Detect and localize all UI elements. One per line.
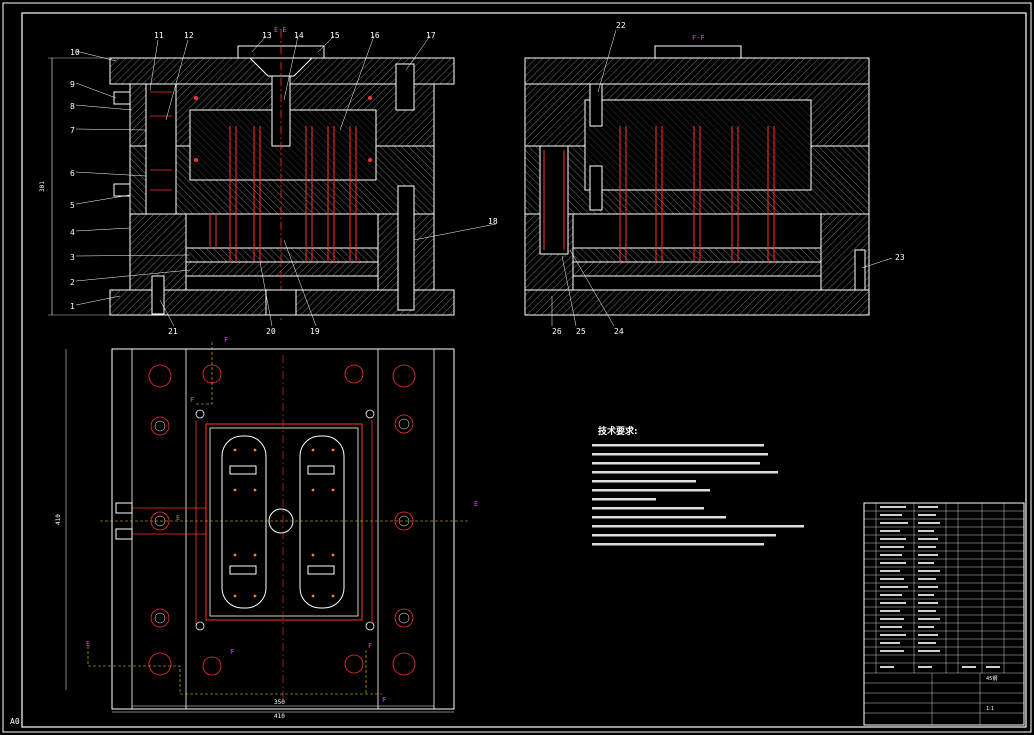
svg-text:19: 19	[310, 327, 320, 336]
side-leaders	[551, 29, 893, 327]
svg-text:13: 13	[262, 31, 272, 40]
technical-requirements: 技术要求:	[592, 425, 804, 546]
svg-text:3: 3	[70, 253, 75, 262]
svg-text:20: 20	[266, 327, 276, 336]
svg-text:技术要求:: 技术要求:	[598, 425, 638, 437]
svg-text:17: 17	[426, 31, 436, 40]
svg-text:14: 14	[294, 31, 304, 40]
svg-text:22: 22	[616, 21, 626, 30]
svg-text:F: F	[224, 336, 228, 344]
front-part-numbers: 1 2 3 4 5 6 7 8 9 10 11 12 13 14 15 16 1…	[70, 31, 498, 336]
svg-text:F: F	[230, 648, 234, 656]
svg-text:E: E	[474, 500, 478, 508]
plan-view: F F F F F E E E 410 350 410	[55, 336, 478, 720]
svg-text:10: 10	[70, 48, 80, 57]
front-section-view: 301 E-E	[39, 26, 455, 320]
svg-text:E: E	[86, 640, 90, 648]
svg-text:5: 5	[70, 201, 75, 210]
side-part-numbers: 22 23 26 25 24	[552, 21, 905, 336]
svg-text:301: 301	[39, 181, 46, 192]
inner-frame	[21, 12, 1027, 728]
svg-text:6: 6	[70, 169, 75, 178]
svg-text:E: E	[176, 514, 180, 522]
svg-text:26: 26	[552, 327, 562, 336]
svg-text:25: 25	[576, 327, 586, 336]
corner-mark: A0	[10, 717, 20, 726]
svg-text:15: 15	[330, 31, 340, 40]
svg-text:18: 18	[488, 217, 498, 226]
svg-text:16: 16	[370, 31, 380, 40]
svg-text:7: 7	[70, 126, 75, 135]
svg-text:12: 12	[184, 31, 194, 40]
svg-text:F: F	[368, 642, 372, 650]
svg-text:E-E: E-E	[274, 26, 287, 34]
title-block: 45钢 1:1	[863, 502, 1025, 726]
svg-text:45钢: 45钢	[986, 675, 997, 682]
svg-text:8: 8	[70, 102, 75, 111]
svg-text:21: 21	[168, 327, 178, 336]
svg-text:2: 2	[70, 278, 75, 287]
svg-text:4: 4	[70, 228, 75, 237]
svg-text:1:1: 1:1	[986, 706, 994, 712]
svg-text:F: F	[190, 396, 194, 404]
svg-text:24: 24	[614, 327, 624, 336]
svg-text:1: 1	[70, 302, 75, 311]
svg-text:F-F: F-F	[692, 34, 705, 42]
svg-text:11: 11	[154, 31, 164, 40]
svg-text:410: 410	[274, 713, 285, 720]
front-leaders	[75, 35, 497, 327]
svg-text:350: 350	[274, 699, 285, 706]
svg-text:9: 9	[70, 80, 75, 89]
svg-text:23: 23	[895, 253, 905, 262]
svg-text:F: F	[382, 696, 386, 704]
svg-text:410: 410	[55, 514, 62, 525]
side-section-view: F-F	[524, 34, 870, 316]
